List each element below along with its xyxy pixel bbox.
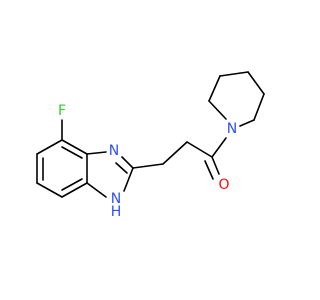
bond-c-n [211, 137, 227, 158]
bond [253, 93, 265, 121]
atom-label-hydrogen: H [111, 204, 122, 220]
bond [208, 75, 221, 102]
bond-c-n [121, 156, 134, 169]
bond-double-inner [61, 178, 83, 191]
bond [86, 182, 107, 198]
background [0, 0, 300, 300]
benzene-ring [36, 139, 88, 198]
bond-double-inner [115, 162, 128, 174]
bond [123, 167, 134, 192]
bond [86, 151, 107, 155]
bond [208, 100, 227, 120]
bond [36, 182, 63, 198]
atom-label-fluorine: F [58, 103, 66, 119]
piperidine-ring [208, 71, 265, 127]
atom-label-nitrogen-piperidine: N [227, 121, 237, 137]
bond-c-o [211, 156, 220, 175]
bond [132, 163, 164, 169]
bond [219, 71, 249, 77]
propanoyl-chain [132, 137, 227, 180]
bond [162, 141, 188, 165]
imidazole-ring [86, 151, 134, 198]
bond [61, 139, 88, 155]
atom-label-oxygen: O [218, 177, 229, 193]
bond-double-inner [61, 146, 83, 159]
bond [186, 141, 213, 158]
bond [239, 119, 255, 127]
bond [247, 71, 265, 95]
atom-label-nitrogen-nh: N [111, 191, 121, 207]
bond-c-o-double [204, 160, 214, 180]
bond [61, 182, 88, 198]
structure-svg: F N N H O N [0, 0, 300, 300]
atom-label-nitrogen-imine: N [109, 143, 119, 159]
molecule-diagram: F N N H O N [0, 0, 300, 300]
bond [36, 139, 63, 155]
